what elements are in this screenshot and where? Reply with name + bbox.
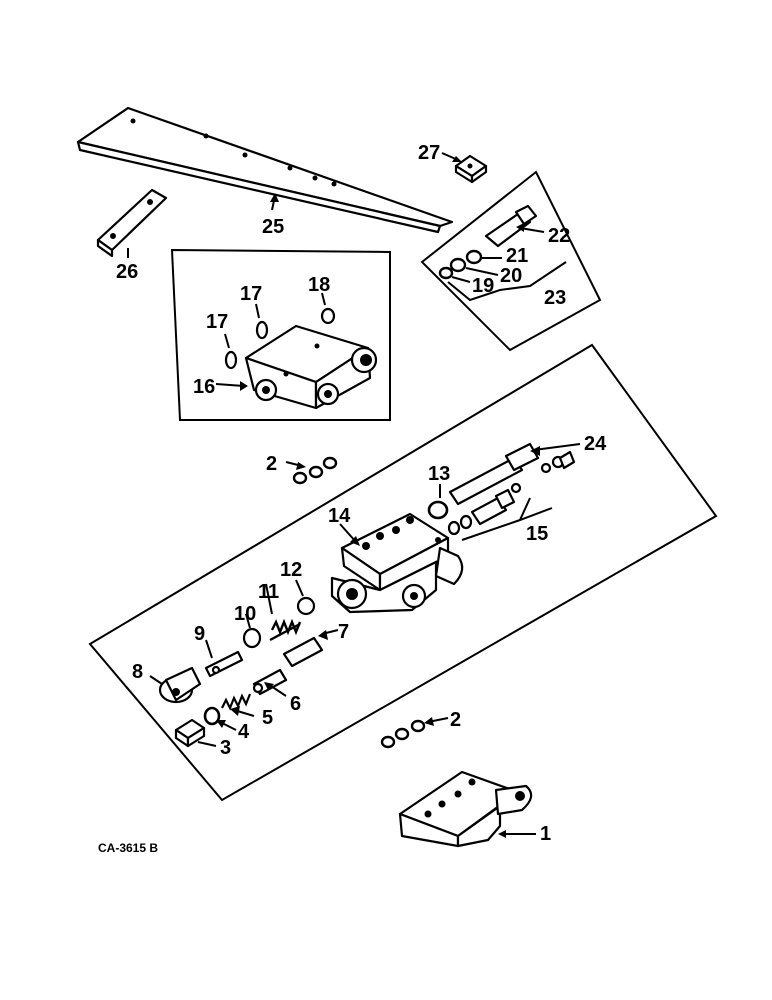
callout-3: 3 — [220, 737, 231, 759]
part-12-cap — [296, 596, 316, 616]
part-3-plug — [174, 718, 206, 748]
part-17-o-ring-lower — [224, 350, 238, 370]
frame-valve-assembly — [88, 343, 718, 802]
callout-23: 23 — [544, 287, 566, 309]
part-11-spring — [269, 618, 302, 642]
part-2-o-rings-upper — [292, 456, 338, 485]
callout-13: 13 — [428, 463, 450, 485]
part-25-bracket — [76, 106, 454, 234]
callout-27: 27 — [418, 142, 440, 164]
callout-7: 7 — [338, 621, 349, 643]
callout-22: 22 — [548, 225, 570, 247]
part-19-ring — [438, 266, 454, 280]
part-13-seal — [427, 500, 449, 520]
part-5-spring — [221, 693, 252, 711]
callout-10: 10 — [234, 603, 256, 625]
callout-16: 16 — [193, 376, 215, 398]
part-22-plug — [484, 204, 538, 248]
part-14-valve-body — [330, 512, 464, 614]
part-4-o-ring — [203, 706, 221, 726]
part-17-o-ring-upper — [255, 320, 269, 340]
callout-4: 4 — [238, 721, 250, 743]
callout-26: 26 — [116, 261, 138, 283]
frame-16-18 — [170, 248, 391, 421]
callout-12: 12 — [280, 559, 302, 581]
part-7-sleeve — [282, 636, 324, 668]
part-15-relief-valve — [447, 482, 522, 536]
drawing-code: CA-3615 B — [98, 841, 158, 855]
part-26-strap — [96, 188, 168, 258]
callout-1: 1 — [540, 823, 551, 845]
callout-24: 24 — [584, 433, 607, 455]
callout-25: 25 — [262, 216, 284, 238]
part-21-ring — [465, 249, 483, 265]
callout-21: 21 — [506, 245, 528, 267]
part-8-plug — [158, 666, 202, 704]
callout-19: 19 — [472, 275, 494, 297]
part-1-cover-block — [398, 770, 533, 848]
part-9-pin — [204, 650, 244, 678]
callout-14: 14 — [328, 505, 351, 527]
callout-17-upper: 17 — [240, 283, 262, 305]
part-6-plunger — [252, 668, 288, 696]
part-18-o-ring — [320, 307, 336, 325]
callout-20: 20 — [500, 265, 522, 287]
callout-6: 6 — [290, 693, 301, 715]
callout-15: 15 — [526, 523, 548, 545]
callout-2-upper: 2 — [266, 453, 277, 475]
callout-11: 11 — [258, 581, 279, 603]
callout-18: 18 — [308, 274, 330, 296]
callout-17-lower: 17 — [206, 311, 228, 333]
part-24-spool — [448, 442, 576, 506]
callout-8: 8 — [132, 661, 143, 683]
part-20-ring — [449, 257, 467, 273]
part-10-washer — [242, 627, 262, 649]
frame-19-23 — [420, 170, 602, 352]
part-2-o-rings-lower — [380, 719, 426, 749]
callout-5: 5 — [262, 707, 273, 729]
callout-9: 9 — [194, 623, 205, 645]
part-16-manifold — [244, 324, 378, 410]
callout-2-lower: 2 — [450, 709, 461, 731]
part-27-plate — [454, 154, 488, 184]
